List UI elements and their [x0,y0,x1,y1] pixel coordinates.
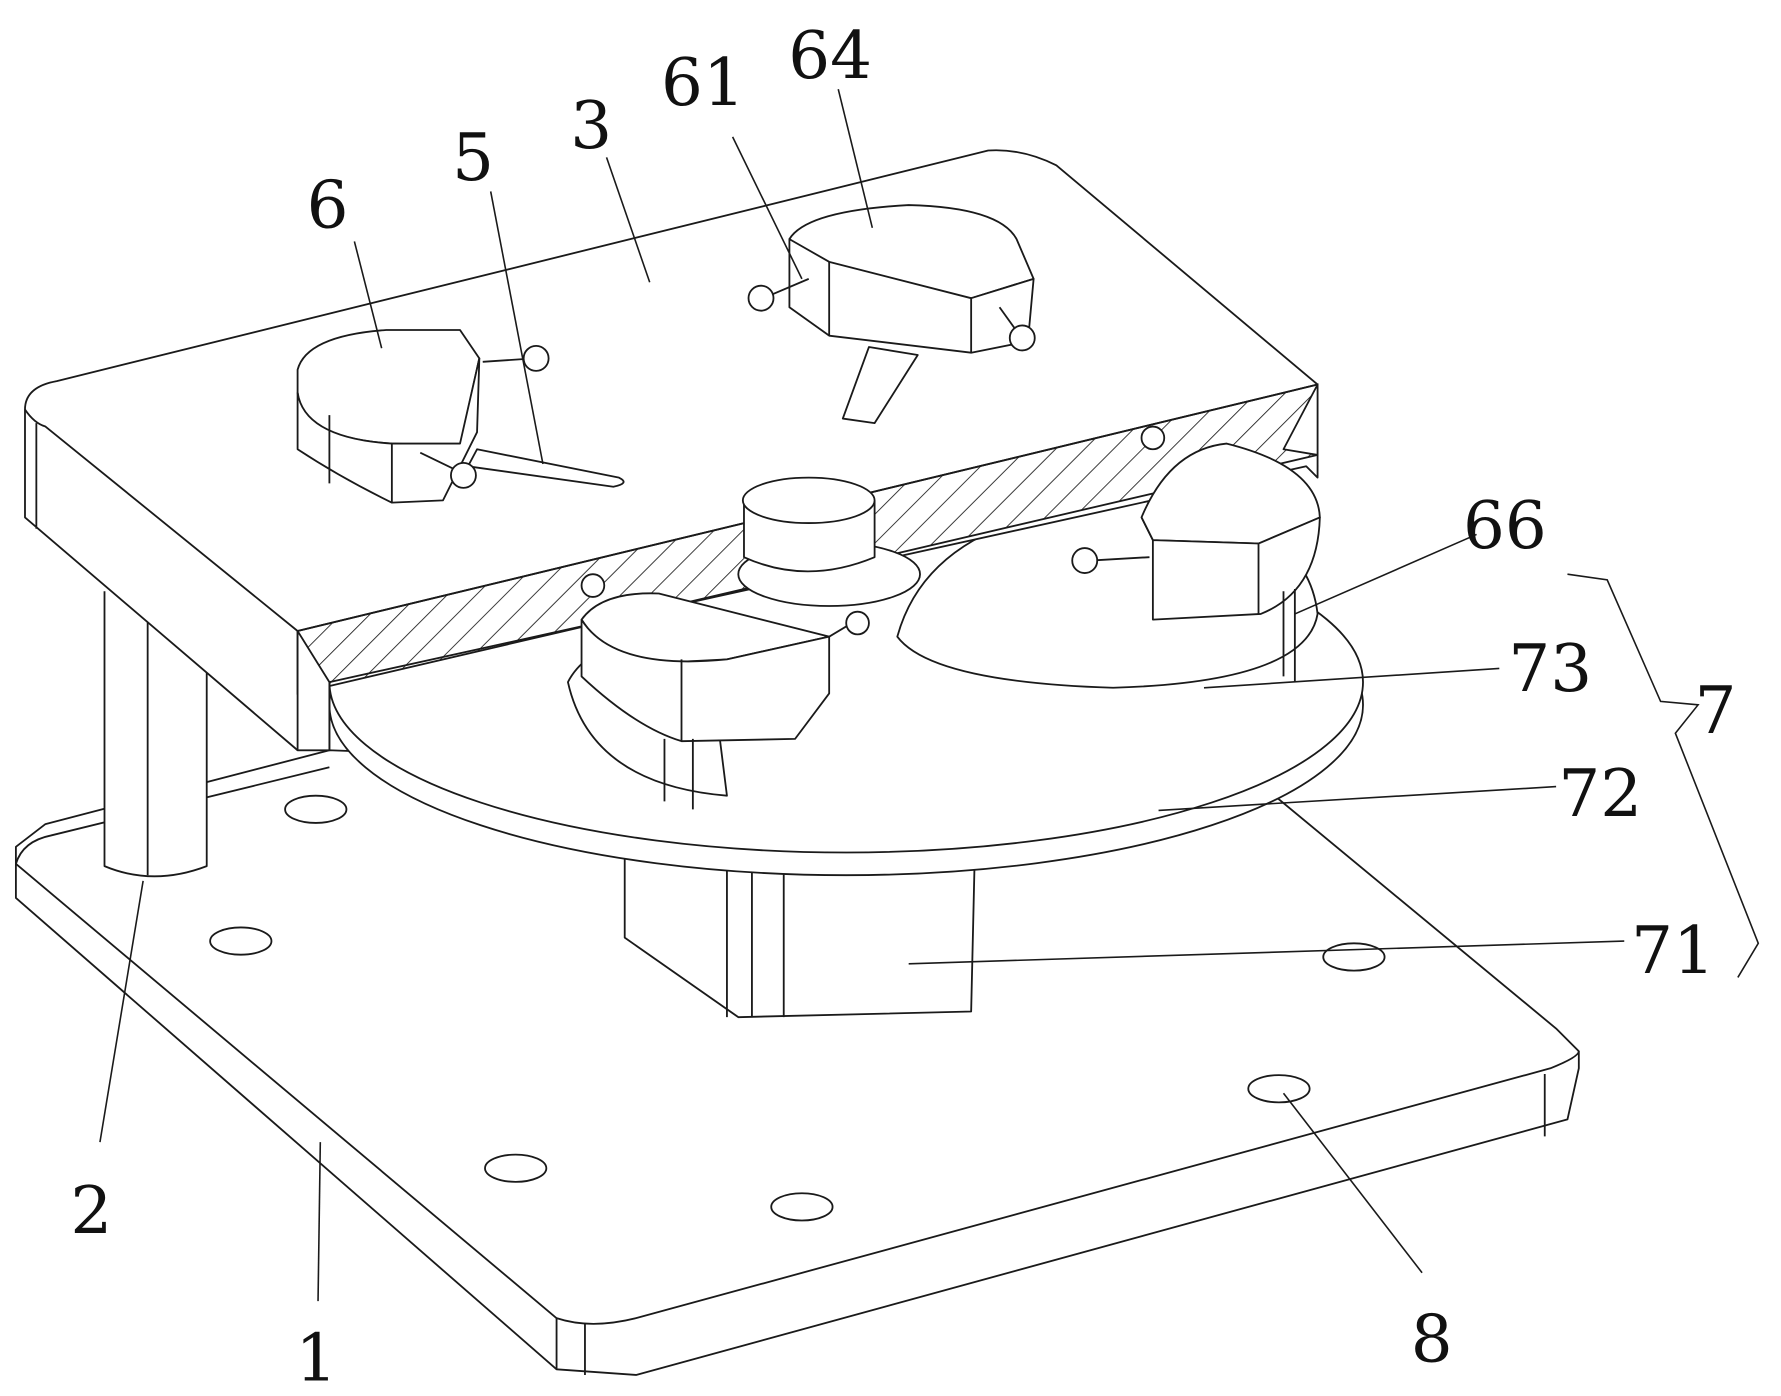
label-73: 73 [1508,630,1592,707]
label-61: 61 [661,44,745,121]
label-71: 71 [1631,912,1715,989]
label-8: 8 [1411,1300,1453,1377]
label-3: 3 [570,87,612,164]
label-6: 6 [307,167,349,244]
label-2: 2 [70,1172,112,1249]
label-66: 66 [1463,487,1547,564]
label-64: 64 [788,17,872,94]
label-1: 1 [295,1320,337,1396]
label-5: 5 [452,119,494,196]
label-72: 72 [1558,755,1642,832]
label-7: 7 [1695,672,1737,749]
